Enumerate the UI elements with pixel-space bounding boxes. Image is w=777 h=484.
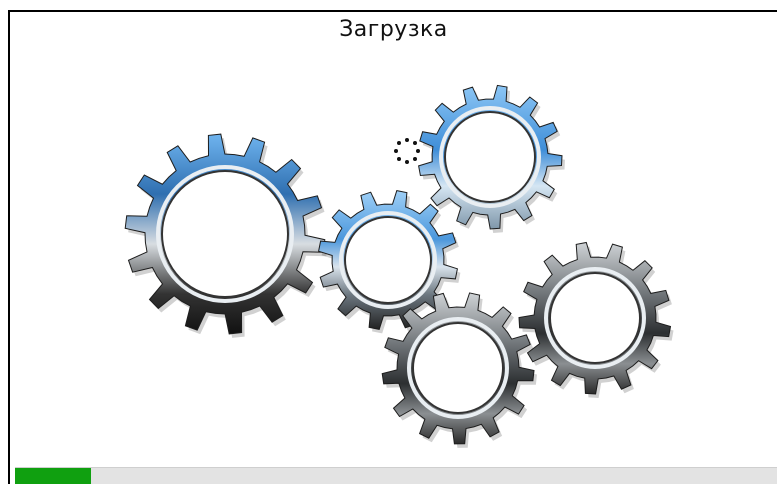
progress-bar-fill [15,468,92,484]
gears-illustration [124,84,674,448]
gear-5-icon [518,241,674,398]
gear-4-icon [381,292,537,448]
gear-1-icon [124,133,328,338]
window-title: Загрузка [339,17,448,42]
gear-3-icon [318,190,461,334]
loading-window: Загрузка [8,10,777,484]
loading-spinner-icon [394,138,420,164]
progress-bar [15,467,777,484]
gear-2-icon [418,84,565,234]
gears-icon [124,84,674,448]
